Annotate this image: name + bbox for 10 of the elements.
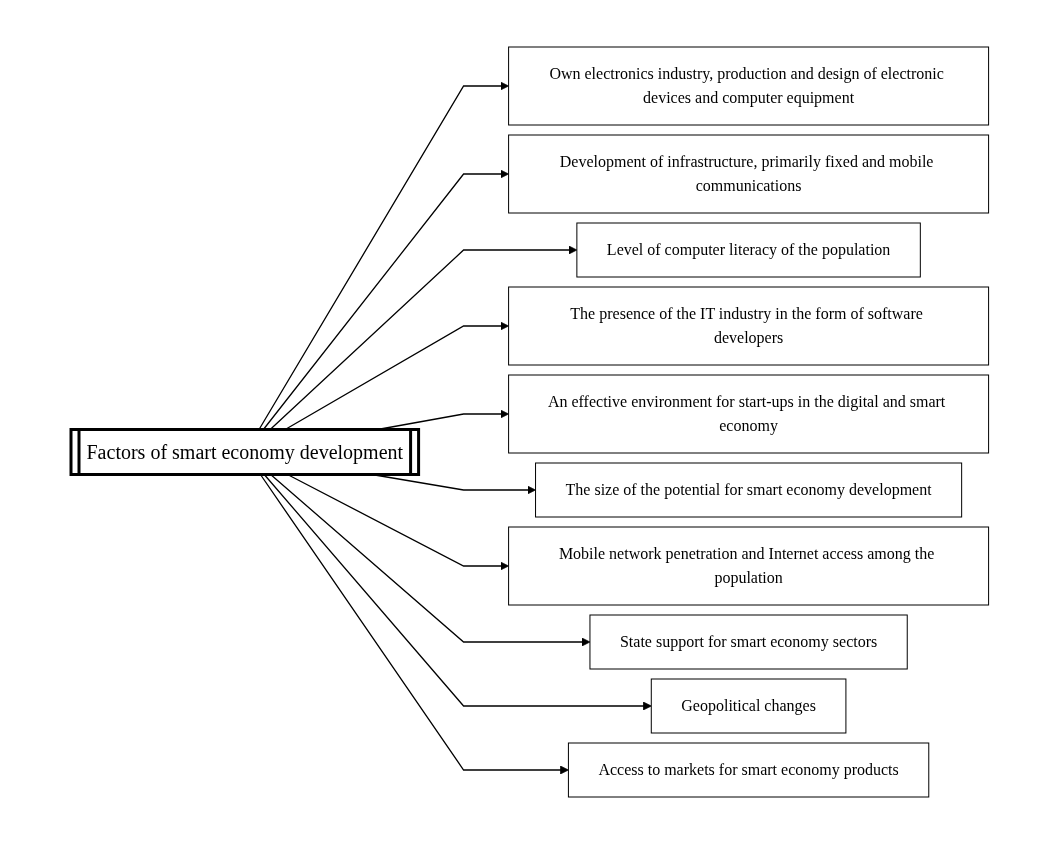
node-box: The size of the potential for smart economy development [534,462,962,517]
node-box: Geopolitical changes [650,678,847,733]
node-box: Development of infrastructure, primarily fixed and mobile communications [507,134,989,213]
node-box: The presence of the IT industry in the form of software developers [507,286,989,365]
node-box: Mobile network penetration and Internet access among the population [507,526,989,605]
node-box: An effective environment for start-ups in the digital and smart economy [507,374,989,453]
node-box: Access to markets for smart economy products [567,742,929,797]
node-box: Own electronics industry, production and design of electronic devices and computer equipment [507,46,989,125]
node-box: State support for smart economy sectors [589,614,908,669]
node-box: Level of computer literacy of the population [576,222,921,277]
